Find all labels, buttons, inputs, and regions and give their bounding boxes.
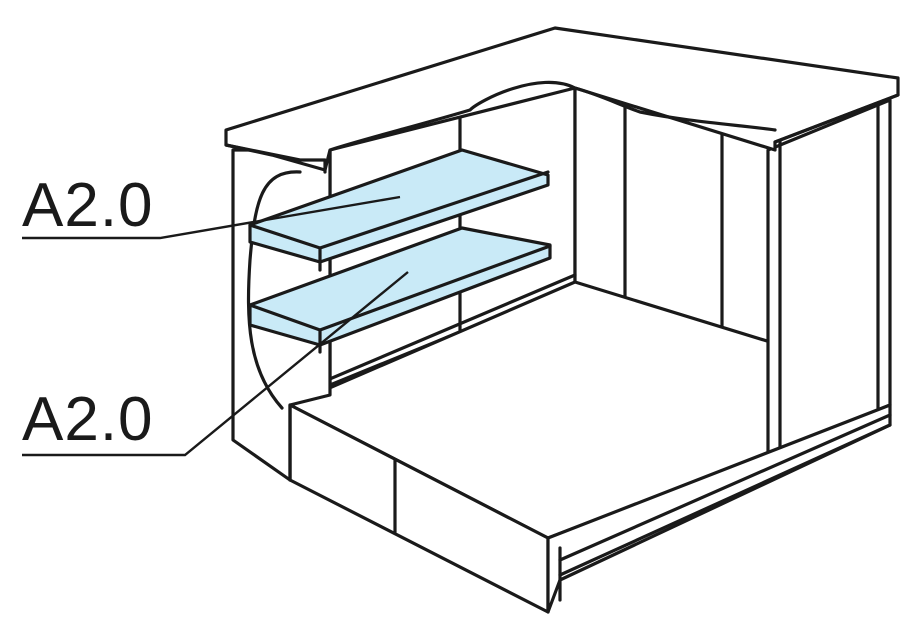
roof: [224, 26, 900, 174]
lower-leader-line: [22, 271, 409, 457]
leader-lines: [22, 195, 409, 457]
right-outer-wall: [766, 98, 892, 457]
upper-shelf-callout: A2.0: [22, 171, 154, 240]
upper-leader-line: [22, 195, 401, 240]
upper-shelf: [248, 148, 550, 272]
lower-shelf-callout: A2.0: [22, 385, 154, 454]
lower-shelf: [248, 226, 552, 354]
